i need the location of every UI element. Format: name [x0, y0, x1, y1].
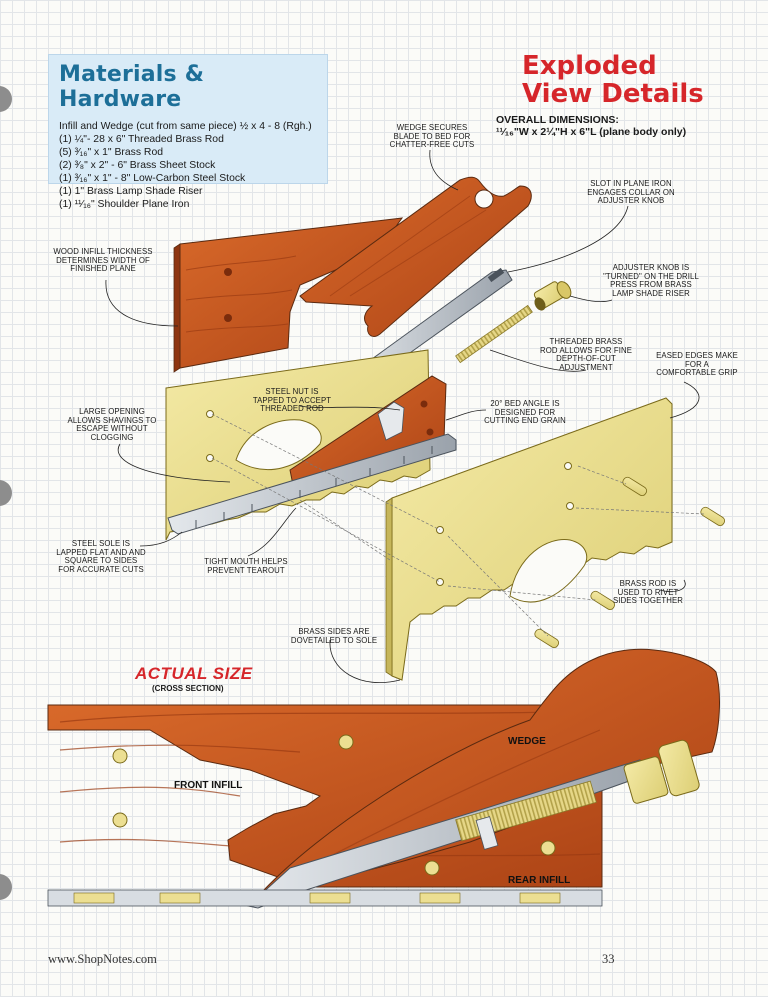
exploded-title-line2: View Details — [522, 79, 704, 109]
cross-section-diagram — [47, 648, 720, 909]
materials-list: Infill and Wedge (cut from same piece) ½… — [59, 120, 317, 211]
callout-wedge: WEDGE SECURES BLADE TO BED FOR CHATTER-F… — [389, 123, 475, 150]
back-brass-side — [165, 349, 431, 541]
assembly-lines — [211, 413, 705, 637]
callout-tight-mouth: TIGHT MOUTH HELPS PREVENT TEAROUT — [204, 557, 288, 575]
materials-item: (5) ³⁄₁₆" x 1" Brass Rod — [59, 147, 163, 158]
actual-size-title: ACTUAL SIZE — [135, 664, 253, 683]
wedge-label: WEDGE — [508, 736, 546, 747]
callout-slot: SLOT IN PLANE IRON ENGAGES COLLAR ON ADJ… — [587, 179, 675, 206]
materials-item: (1) ¹¹⁄₁₆" Shoulder Plane Iron — [59, 199, 190, 210]
callout-brass-rod: BRASS ROD IS USED TO RIVET SIDES TOGETHE… — [613, 579, 683, 606]
materials-item: (2) ³⁄₈" x 2" - 6" Brass Sheet Stock — [59, 160, 216, 171]
rear-infill-label: REAR INFILL — [508, 875, 571, 886]
callout-eased-edges: EASED EDGES MAKE FOR A COMFORTABLE GRIP — [656, 351, 738, 378]
callout-steel-nut: STEEL NUT IS TAPPED TO ACCEPT THREADED R… — [252, 387, 332, 414]
wedge-piece — [299, 176, 532, 337]
brass-rivet-pins — [534, 476, 726, 649]
callout-leaders — [105, 149, 700, 683]
binder-hole — [0, 86, 12, 112]
callout-steel-sole: STEEL SOLE IS LAPPED FLAT AND AND SQUARE… — [56, 539, 146, 574]
materials-item: (1) ³⁄₁₆" x 1" - 8" Low-Carbon Steel Sto… — [59, 173, 246, 184]
materials-panel: Materials & Hardware Infill and Wedge (c… — [48, 54, 328, 210]
callout-wood-infill: WOOD INFILL THICKNESS DETERMINES WIDTH O… — [53, 247, 153, 274]
exploded-title-line1: Exploded — [522, 51, 657, 81]
callout-large-opening: LARGE OPENING ALLOWS SHAVINGS TO ESCAPE … — [67, 407, 157, 442]
footer-website[interactable]: www.ShopNotes.com — [48, 952, 157, 966]
materials-item: (1) ¼"- 28 x 6" Threaded Brass Rod — [59, 134, 224, 145]
materials-item: Infill and Wedge (cut from same piece) ½… — [59, 121, 312, 132]
front-infill-block — [173, 217, 404, 373]
threaded-rod — [455, 304, 533, 364]
binder-hole — [0, 874, 12, 900]
callout-adjuster-knob: ADJUSTER KNOB IS "TURNED" ON THE DRILL P… — [603, 263, 699, 298]
callout-dovetail: BRASS SIDES ARE DOVETAILED TO SOLE — [290, 627, 378, 645]
callout-threaded-rod: THREADED BRASS ROD ALLOWS FOR FINE DEPTH… — [540, 337, 633, 372]
actual-size-subtitle: (CROSS SECTION) — [152, 684, 224, 693]
materials-title: Materials & Hardware — [59, 62, 205, 112]
adjuster-knob — [533, 281, 572, 311]
callout-bed-angle: 20° BED ANGLE IS DESIGNED FOR CUTTING EN… — [484, 399, 566, 426]
front-infill-label: FRONT INFILL — [174, 780, 243, 791]
overall-dimensions-label: OVERALL DIMENSIONS: — [496, 114, 619, 126]
overall-dimensions-value: ¹¹⁄₁₆"W x 2¼"H x 6"L (plane body only) — [496, 126, 687, 138]
front-brass-side — [385, 397, 673, 681]
page-number: 33 — [602, 952, 615, 966]
materials-item: (1) 1" Brass Lamp Shade Riser — [59, 186, 203, 197]
exploded-view-title: Exploded View Details — [522, 52, 704, 108]
steel-sole — [167, 433, 457, 535]
binder-hole — [0, 480, 12, 506]
